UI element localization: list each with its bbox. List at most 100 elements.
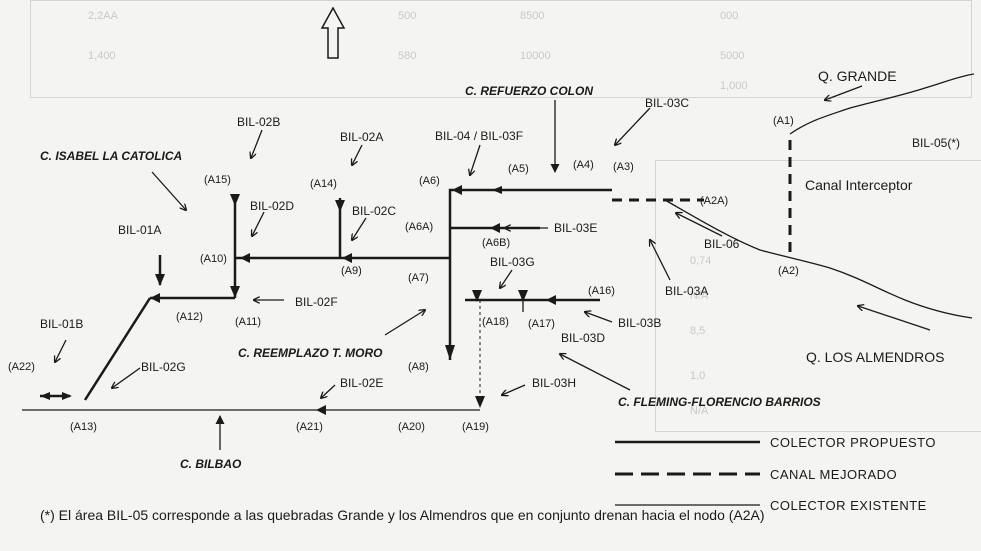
bg-cell: 580 [398, 50, 417, 62]
bg-cell: 500 [398, 10, 417, 22]
ptr-fleming [560, 354, 631, 391]
node-a12: (A12) [176, 311, 203, 323]
ptr-bil02g [112, 367, 141, 388]
ptr-q-grande [825, 85, 863, 100]
a13-diagonal-line [83, 297, 152, 401]
label-q-los-almendros: Q. LOS ALMENDROS [806, 349, 945, 365]
colon-main-line [448, 188, 612, 360]
bg-cell: 1,400 [88, 50, 116, 62]
arrow-a22-right [62, 392, 72, 400]
area-bil-03g: BIL-03G [490, 255, 535, 269]
ptr-bil01b [55, 339, 67, 362]
area-bil-04-03f: BIL-04 / BIL-03F [435, 129, 524, 143]
area-bil-03b: BIL-03B [618, 316, 662, 330]
north-arrow-icon [320, 6, 346, 59]
ptr-bil03b [585, 312, 613, 323]
bg-cell: 8500 [520, 10, 545, 22]
label-canal-interceptor: Canal Interceptor [805, 177, 913, 193]
q-los-almendros-stream [664, 199, 973, 319]
node-a22: (A22) [8, 361, 35, 373]
area-bil-02a: BIL-02A [340, 130, 384, 144]
flow-arrowheads [40, 185, 556, 415]
node-a6: (A6) [419, 175, 440, 187]
ptr-isabel [151, 171, 186, 210]
arrow-a10 [240, 253, 250, 263]
ptr-bil02b [251, 129, 263, 158]
node-a19: (A19) [462, 421, 489, 433]
street-bilbao: C. BILBAO [180, 457, 242, 471]
arrow-a6 [452, 185, 462, 195]
area-bil-01b: BIL-01B [40, 317, 84, 331]
street-fleming-florencio-barrios: C. FLEMING-FLORENCIO BARRIOS [618, 395, 821, 409]
arrow-a22 [40, 392, 50, 400]
arrow-a21 [316, 405, 326, 415]
footnote: (*) El área BIL-05 corresponde a las que… [40, 507, 765, 523]
ptr-bil04 [470, 144, 481, 175]
node-a16: (A16) [588, 285, 615, 297]
area-bil-03c: BIL-03C [645, 96, 690, 110]
node-a7: (A7) [408, 272, 429, 284]
arrow-a17-down [518, 290, 528, 302]
ptr-bil03a [650, 240, 671, 281]
area-bil-02d: BIL-02D [250, 199, 295, 213]
node-a5: (A5) [508, 163, 529, 175]
ptr-bil02c [352, 217, 367, 240]
bg-cell: 8,5 [690, 325, 706, 337]
node-a14: (A14) [310, 178, 337, 190]
node-a6a: (A6A) [405, 221, 434, 233]
bg-cell: N/A [690, 405, 709, 417]
bg-cell: 000 [720, 10, 739, 22]
area-bil-02e: BIL-02E [340, 376, 384, 390]
ptr-reemplazo [384, 310, 425, 336]
arrow-a16 [546, 295, 556, 305]
area-bil-01a: BIL-01A [118, 223, 162, 237]
bg-cell: 0,74 [690, 255, 712, 267]
background-table-right [655, 160, 981, 432]
node-a15: (A15) [204, 174, 231, 186]
node-a8: (A8) [408, 361, 429, 373]
bg-cell: 1,000 [720, 80, 748, 92]
area-bil-02b: BIL-02B [237, 115, 281, 129]
area-bil-03a: BIL-03A [665, 284, 709, 298]
background-table-top [30, 0, 972, 98]
node-a11: (A11) [235, 316, 262, 328]
proposed-collectors [40, 188, 612, 401]
arrow-a7-down [445, 345, 455, 360]
node-a13: (A13) [70, 421, 97, 433]
area-bil-03d: BIL-03D [561, 331, 606, 345]
ptr-bil03h [502, 384, 526, 395]
pointer-arrows [55, 85, 931, 450]
ptr-bil02a [352, 144, 363, 165]
street-isabel-la-catolica: C. ISABEL LA CATOLICA [40, 149, 183, 163]
arrow-a12 [150, 293, 160, 303]
legend-proposed: COLECTOR PROPUESTO [770, 435, 936, 450]
node-a21: (A21) [296, 421, 323, 433]
bg-cell: 5000 [720, 50, 745, 62]
arrow-a11-down [230, 286, 240, 298]
ptr-bil02e [321, 384, 336, 398]
legend-existing: COLECTOR EXISTENTE [770, 498, 927, 513]
node-a10: (A10) [200, 253, 227, 265]
area-bil-05: BIL-05(*) [912, 136, 961, 150]
bg-cell: 1,0 [690, 370, 706, 382]
area-bil-06: BIL-06 [704, 237, 740, 251]
node-a2a: (A2A) [700, 195, 729, 207]
arrow-a18-down [472, 290, 482, 302]
arrow-a9 [342, 253, 352, 263]
label-q-grande: Q. GRANDE [818, 68, 897, 84]
area-bil-02g: BIL-02G [141, 360, 186, 374]
node-a4: (A4) [573, 159, 594, 171]
arrow-a19-down [475, 396, 485, 408]
ptr-bil02d [252, 211, 265, 236]
area-bil-02c: BIL-02C [352, 204, 397, 218]
ptr-bil03g [500, 269, 513, 288]
node-a6b: (A6B) [482, 237, 511, 249]
street-refuerzo-colon: C. REFUERZO COLON [465, 84, 593, 98]
arrow-a5 [492, 186, 502, 194]
node-a3: (A3) [613, 161, 634, 173]
arrow-a14-down [335, 200, 345, 212]
bg-cell: N/A [690, 290, 709, 302]
ptr-almendros [858, 306, 931, 331]
